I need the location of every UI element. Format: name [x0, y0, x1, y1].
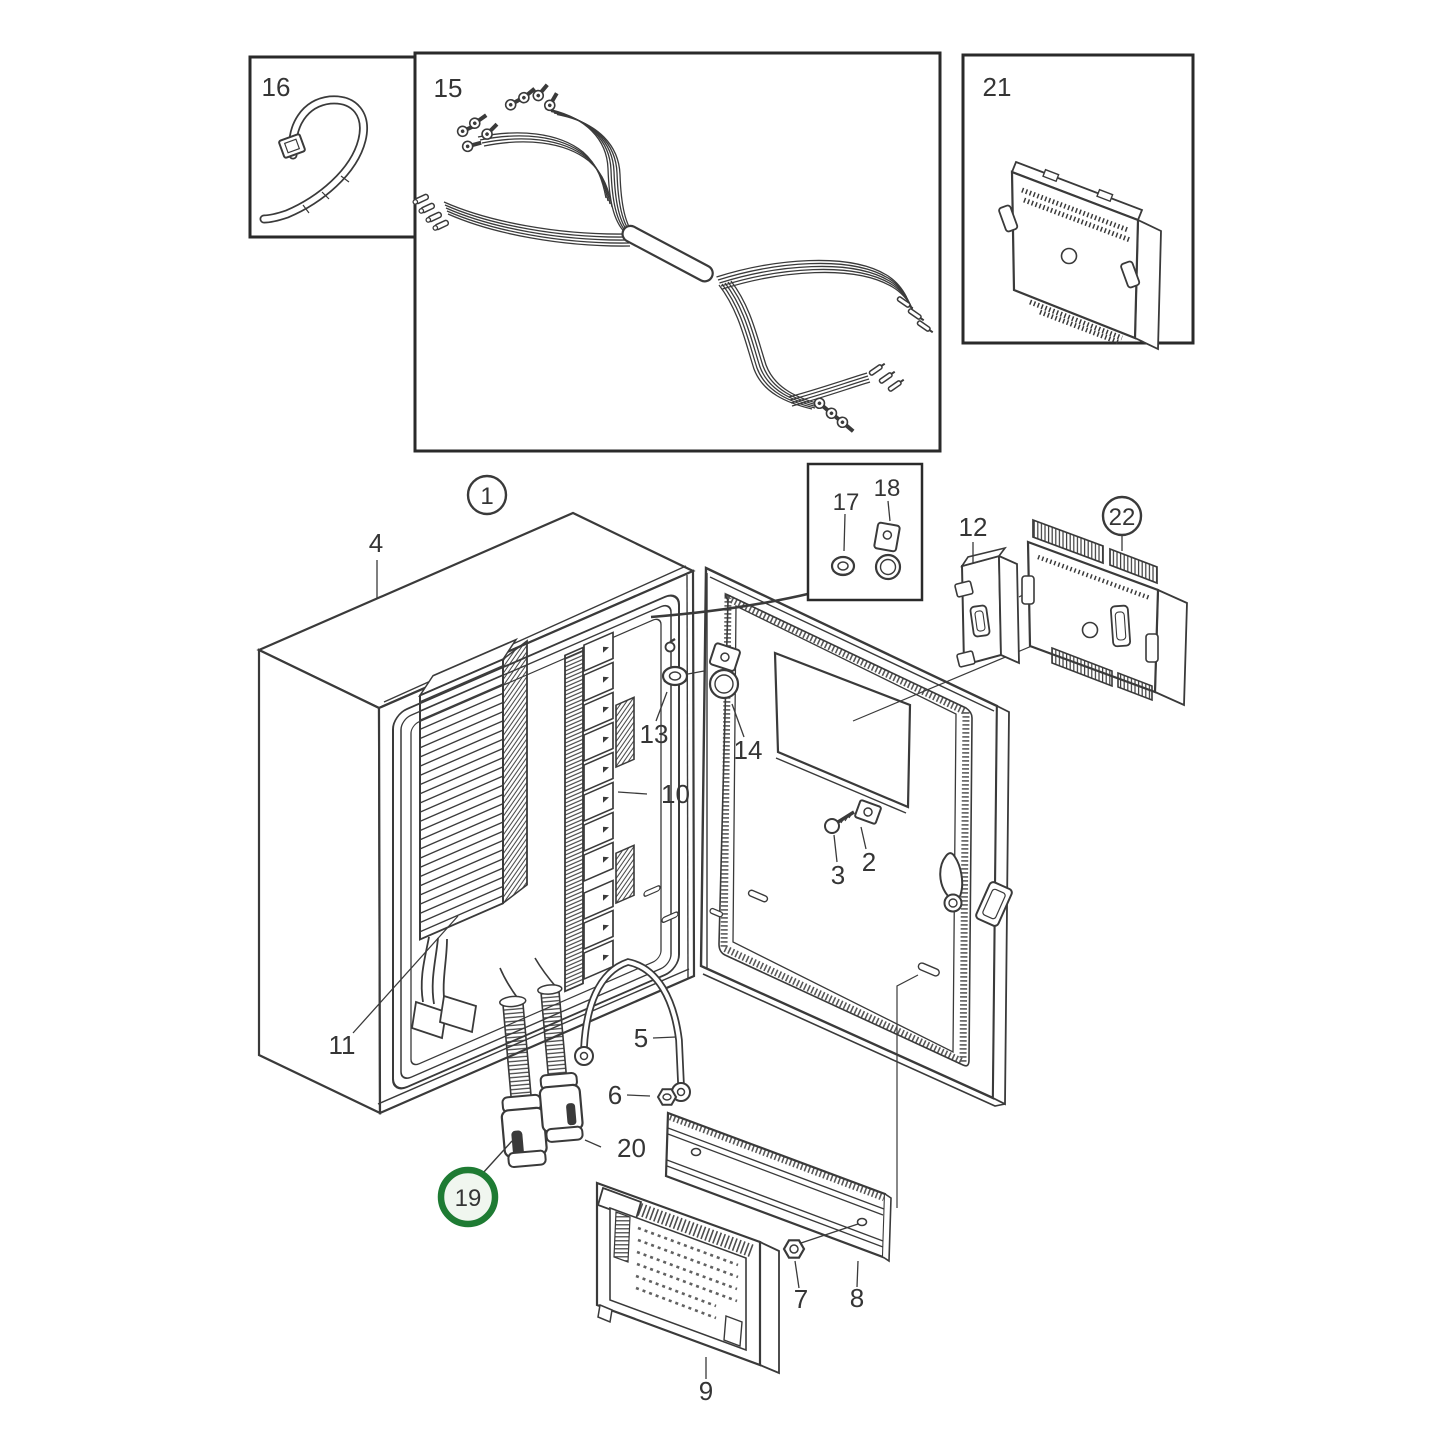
part-label-9: 9 — [699, 1376, 713, 1406]
callout-9: 9 — [699, 1357, 713, 1406]
cable-clamp-14 — [708, 642, 741, 700]
cabinet-interior — [392, 594, 680, 1090]
part-label-1: 1 — [480, 483, 493, 510]
callout-assembly-1: 1 — [466, 474, 508, 516]
module-12 — [954, 546, 1029, 668]
leader-line-18 — [887, 500, 891, 522]
nut-13 — [661, 665, 705, 687]
wiring-harness-illustration — [411, 79, 936, 438]
part-label-3: 3 — [831, 860, 845, 890]
part-label-15: 15 — [434, 73, 463, 103]
window-screw-3 — [824, 810, 855, 834]
din-rail-8 — [664, 1111, 892, 1263]
door-slot — [747, 889, 769, 903]
part-label-21: 21 — [983, 72, 1012, 102]
part-label-22: 22 — [1109, 504, 1136, 531]
part-label-17: 17 — [833, 489, 860, 516]
door-slot — [917, 962, 940, 977]
callout-4: 4 — [369, 528, 383, 598]
clamp-location-curve — [650, 591, 813, 619]
highlight-ring-19 — [437, 1166, 499, 1228]
panel-slot — [661, 911, 679, 924]
nut-6 — [656, 1088, 678, 1106]
callout-7: 7 — [794, 1260, 808, 1314]
hinge-bolt — [664, 637, 676, 653]
door-window — [773, 651, 912, 814]
callout-8: 8 — [850, 1260, 864, 1313]
leader-line-door-slot — [896, 974, 919, 1208]
panel-slot — [643, 885, 661, 897]
part-label-6: 6 — [608, 1080, 622, 1110]
ground-cable — [574, 958, 691, 1102]
callout-3: 3 — [831, 834, 845, 890]
part-label-14: 14 — [734, 735, 763, 765]
window-clip-2 — [854, 799, 882, 825]
part-label-20: 20 — [617, 1133, 646, 1163]
callout-13: 13 — [640, 691, 669, 749]
callout-circled-22: 22 — [1101, 495, 1143, 551]
cable-tie-illustration — [259, 95, 368, 224]
relay-column — [583, 631, 635, 980]
harness-sleeve — [621, 224, 714, 283]
nut-17 — [830, 555, 856, 577]
callout-20: 20 — [584, 1133, 646, 1163]
inset-box-module-21: 21 — [961, 53, 1195, 351]
part-label-18: 18 — [874, 475, 901, 502]
door-latch — [939, 852, 1013, 927]
part-label-2: 2 — [862, 847, 876, 877]
cable-gland-19 — [499, 995, 548, 1169]
part-label-5: 5 — [634, 1023, 648, 1053]
module-9 — [595, 1181, 780, 1375]
nut-7 — [782, 1223, 859, 1259]
wire-connector — [410, 1000, 448, 1040]
callout-10: 10 — [617, 779, 690, 809]
terminal-block-tower — [417, 637, 528, 941]
part-label-7: 7 — [794, 1284, 808, 1314]
part-label-19: 19 — [455, 1185, 482, 1212]
inset-box-clamp: 17 18 — [806, 462, 924, 602]
callout-11: 11 — [329, 915, 459, 1060]
door-slot — [709, 907, 724, 918]
inset-box-harness: 15 — [411, 51, 942, 453]
cable-clamp-18 — [873, 521, 902, 581]
part-label-13: 13 — [640, 719, 669, 749]
wire-connector — [438, 994, 478, 1034]
part-label-12: 12 — [959, 512, 988, 542]
part-label-4: 4 — [369, 528, 383, 558]
part-label-10: 10 — [661, 779, 690, 809]
callout-5: 5 — [634, 1023, 677, 1053]
part-label-8: 8 — [850, 1283, 864, 1313]
leader-line-17 — [843, 513, 846, 552]
callout-2: 2 — [860, 826, 876, 877]
part-label-16: 16 — [262, 72, 291, 102]
part-label-11: 11 — [329, 1030, 356, 1060]
callout-14: 14 — [731, 703, 763, 765]
module-22 — [1021, 518, 1188, 707]
cable-gland-20 — [537, 984, 584, 1143]
cabinet-door — [699, 566, 1013, 1208]
callout-12: 12 — [959, 512, 988, 563]
control-module-21-illustration — [998, 160, 1162, 351]
callout-highlighted-19: 19 — [437, 1140, 513, 1228]
terminal-strip — [564, 646, 584, 993]
callout-6: 6 — [608, 1080, 651, 1110]
